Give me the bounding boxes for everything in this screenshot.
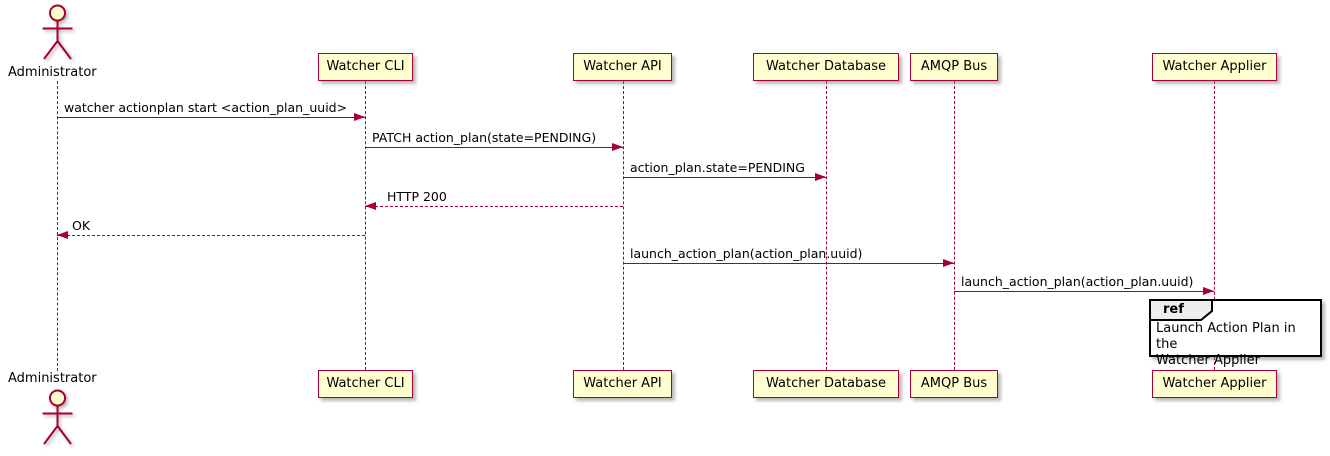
message-5-label: OK	[72, 218, 91, 233]
message-5-arrowhead-icon	[57, 230, 68, 239]
message-6-arrowhead-icon	[943, 258, 954, 267]
message-6-label: launch_action_plan(action_plan.uuid)	[630, 246, 863, 261]
participant-top-watcher-cli: Watcher CLI	[318, 53, 413, 81]
message-7-line	[954, 290, 1214, 292]
ref-tab-icon	[1149, 299, 1213, 321]
lifeline-amqp-bus	[953, 81, 955, 370]
message-1-label: watcher actionplan start <action_plan_uu…	[64, 100, 348, 115]
participant-top-amqp-bus: AMQP Bus	[910, 53, 998, 81]
actor-icon-bottom	[42, 389, 73, 445]
actor-icon	[42, 4, 73, 60]
message-3-line	[623, 176, 826, 178]
lifeline-watcher-database	[825, 81, 827, 370]
message-2-label: PATCH action_plan(state=PENDING)	[372, 130, 597, 145]
message-7-label: launch_action_plan(action_plan.uuid)	[961, 274, 1194, 289]
ref-text-line-1: Launch Action Plan in the	[1156, 321, 1296, 352]
actor-label-bottom: Administrator	[8, 371, 97, 386]
message-5-line	[57, 234, 365, 236]
message-3-label: action_plan.state=PENDING	[630, 160, 805, 175]
lifeline-watcher-api	[622, 81, 624, 370]
message-3-arrowhead-icon	[815, 172, 826, 181]
message-4-label: HTTP 200	[387, 189, 447, 204]
message-4-arrowhead-icon	[365, 201, 376, 210]
ref-tab-label: ref	[1163, 302, 1184, 317]
message-2-arrowhead-icon	[612, 142, 623, 151]
message-1-arrowhead-icon	[354, 112, 365, 121]
participant-bottom-watcher-applier: Watcher Applier	[1152, 370, 1277, 398]
message-2-line	[365, 146, 623, 148]
message-6-line	[623, 262, 954, 264]
participant-top-watcher-applier: Watcher Applier	[1152, 53, 1277, 81]
participant-top-watcher-database: Watcher Database	[753, 53, 899, 81]
message-1-line	[57, 116, 365, 118]
participant-bottom-watcher-database: Watcher Database	[753, 370, 899, 398]
message-7-arrowhead-icon	[1203, 286, 1214, 295]
participant-bottom-watcher-cli: Watcher CLI	[318, 370, 413, 398]
ref-fragment: ref Launch Action Plan in the Watcher Ap…	[1149, 299, 1322, 368]
participant-top-watcher-api: Watcher API	[573, 53, 672, 81]
participant-bottom-watcher-api: Watcher API	[573, 370, 672, 398]
lifeline-watcher-cli	[365, 81, 366, 370]
message-4-line	[365, 205, 623, 207]
lifeline-watcher-applier	[1214, 81, 1215, 370]
lifeline-administrator	[56, 81, 58, 371]
ref-text-line-2: Watcher Applier	[1156, 353, 1260, 368]
participant-bottom-amqp-bus: AMQP Bus	[910, 370, 998, 398]
actor-label-top: Administrator	[8, 65, 97, 80]
